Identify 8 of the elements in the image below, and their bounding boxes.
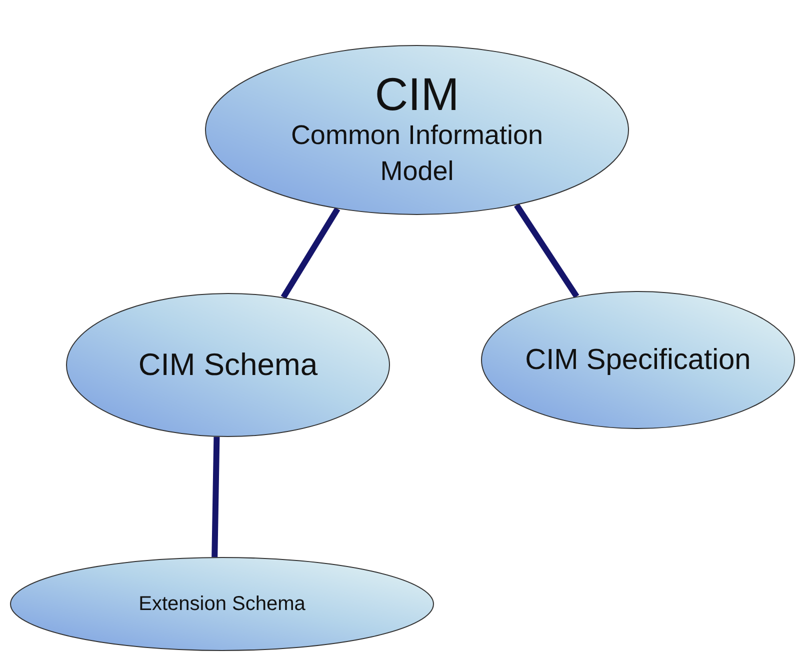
connector-line [514,203,580,298]
node-label: Extension Schema [138,592,306,616]
node-label: CIM Schema [138,346,318,384]
node-title: CIM [374,70,460,117]
connector-line [212,436,220,558]
node-label: Common Information Model [290,118,544,188]
node-label: CIM Specification [525,342,751,378]
connector-line [280,207,340,299]
